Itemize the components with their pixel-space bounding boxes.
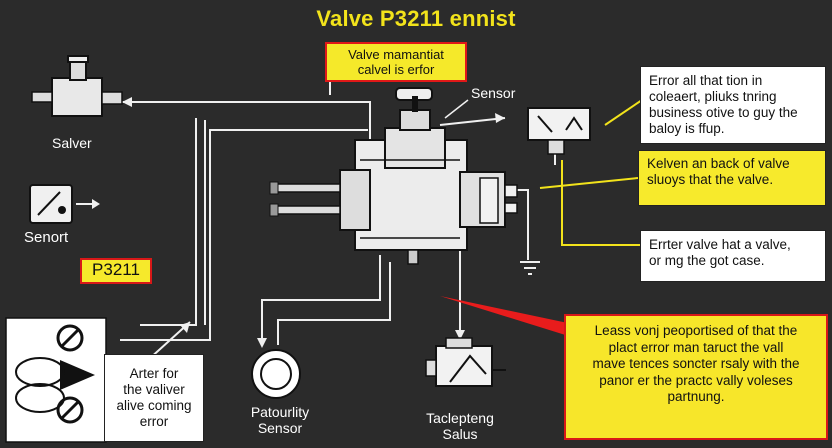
senort-label: Senort [24, 229, 69, 246]
line-to-patourity [261, 255, 381, 345]
line-left-loop [140, 118, 197, 326]
top-right-sensor-icon [527, 107, 591, 155]
senort-sensor-icon [29, 184, 100, 224]
sensor-top-label: Sensor [471, 85, 516, 101]
arrowheads [122, 97, 505, 348]
line-to-sensor-box [439, 117, 506, 126]
patourity-sensor-label: Patourlity Sensor [250, 404, 310, 436]
valve-body-icon [269, 87, 518, 265]
ground-symbol [520, 261, 540, 275]
bottom-right-explanation-box: Leass vonj peoportised of that the plact… [564, 314, 828, 440]
salver-valve-icon [31, 55, 123, 117]
patourity-sensor-icon [251, 349, 301, 399]
taclepteng-label: Taclepteng Salus [426, 410, 494, 442]
error-code-tag: P3211 [80, 258, 152, 284]
right-top-note-box: Error all that tion in coleaert, pliuks … [640, 66, 826, 144]
right-lower-note-box: Errter valve hat a valve, or mg the got … [640, 230, 826, 282]
diagram-title: Valve P3211 ennist [316, 6, 516, 31]
right-mid-note-box: Kelven an back of valve sluoys that the … [638, 150, 826, 206]
line-left-to-valve [120, 129, 368, 341]
line-top-left [122, 101, 371, 150]
salver-label: Salver [52, 135, 92, 151]
yellow-connectors [539, 99, 643, 246]
lower-left-note-box: Arter for the valiver alive coming error [104, 354, 204, 442]
lower-left-icon-panel [5, 317, 107, 443]
taclepteng-device-icon [425, 337, 506, 387]
line-to-patourity-2 [277, 262, 391, 345]
top-callout-box: Valve mamantiat calvel is erfor [325, 42, 467, 82]
red-pointer [440, 296, 582, 338]
